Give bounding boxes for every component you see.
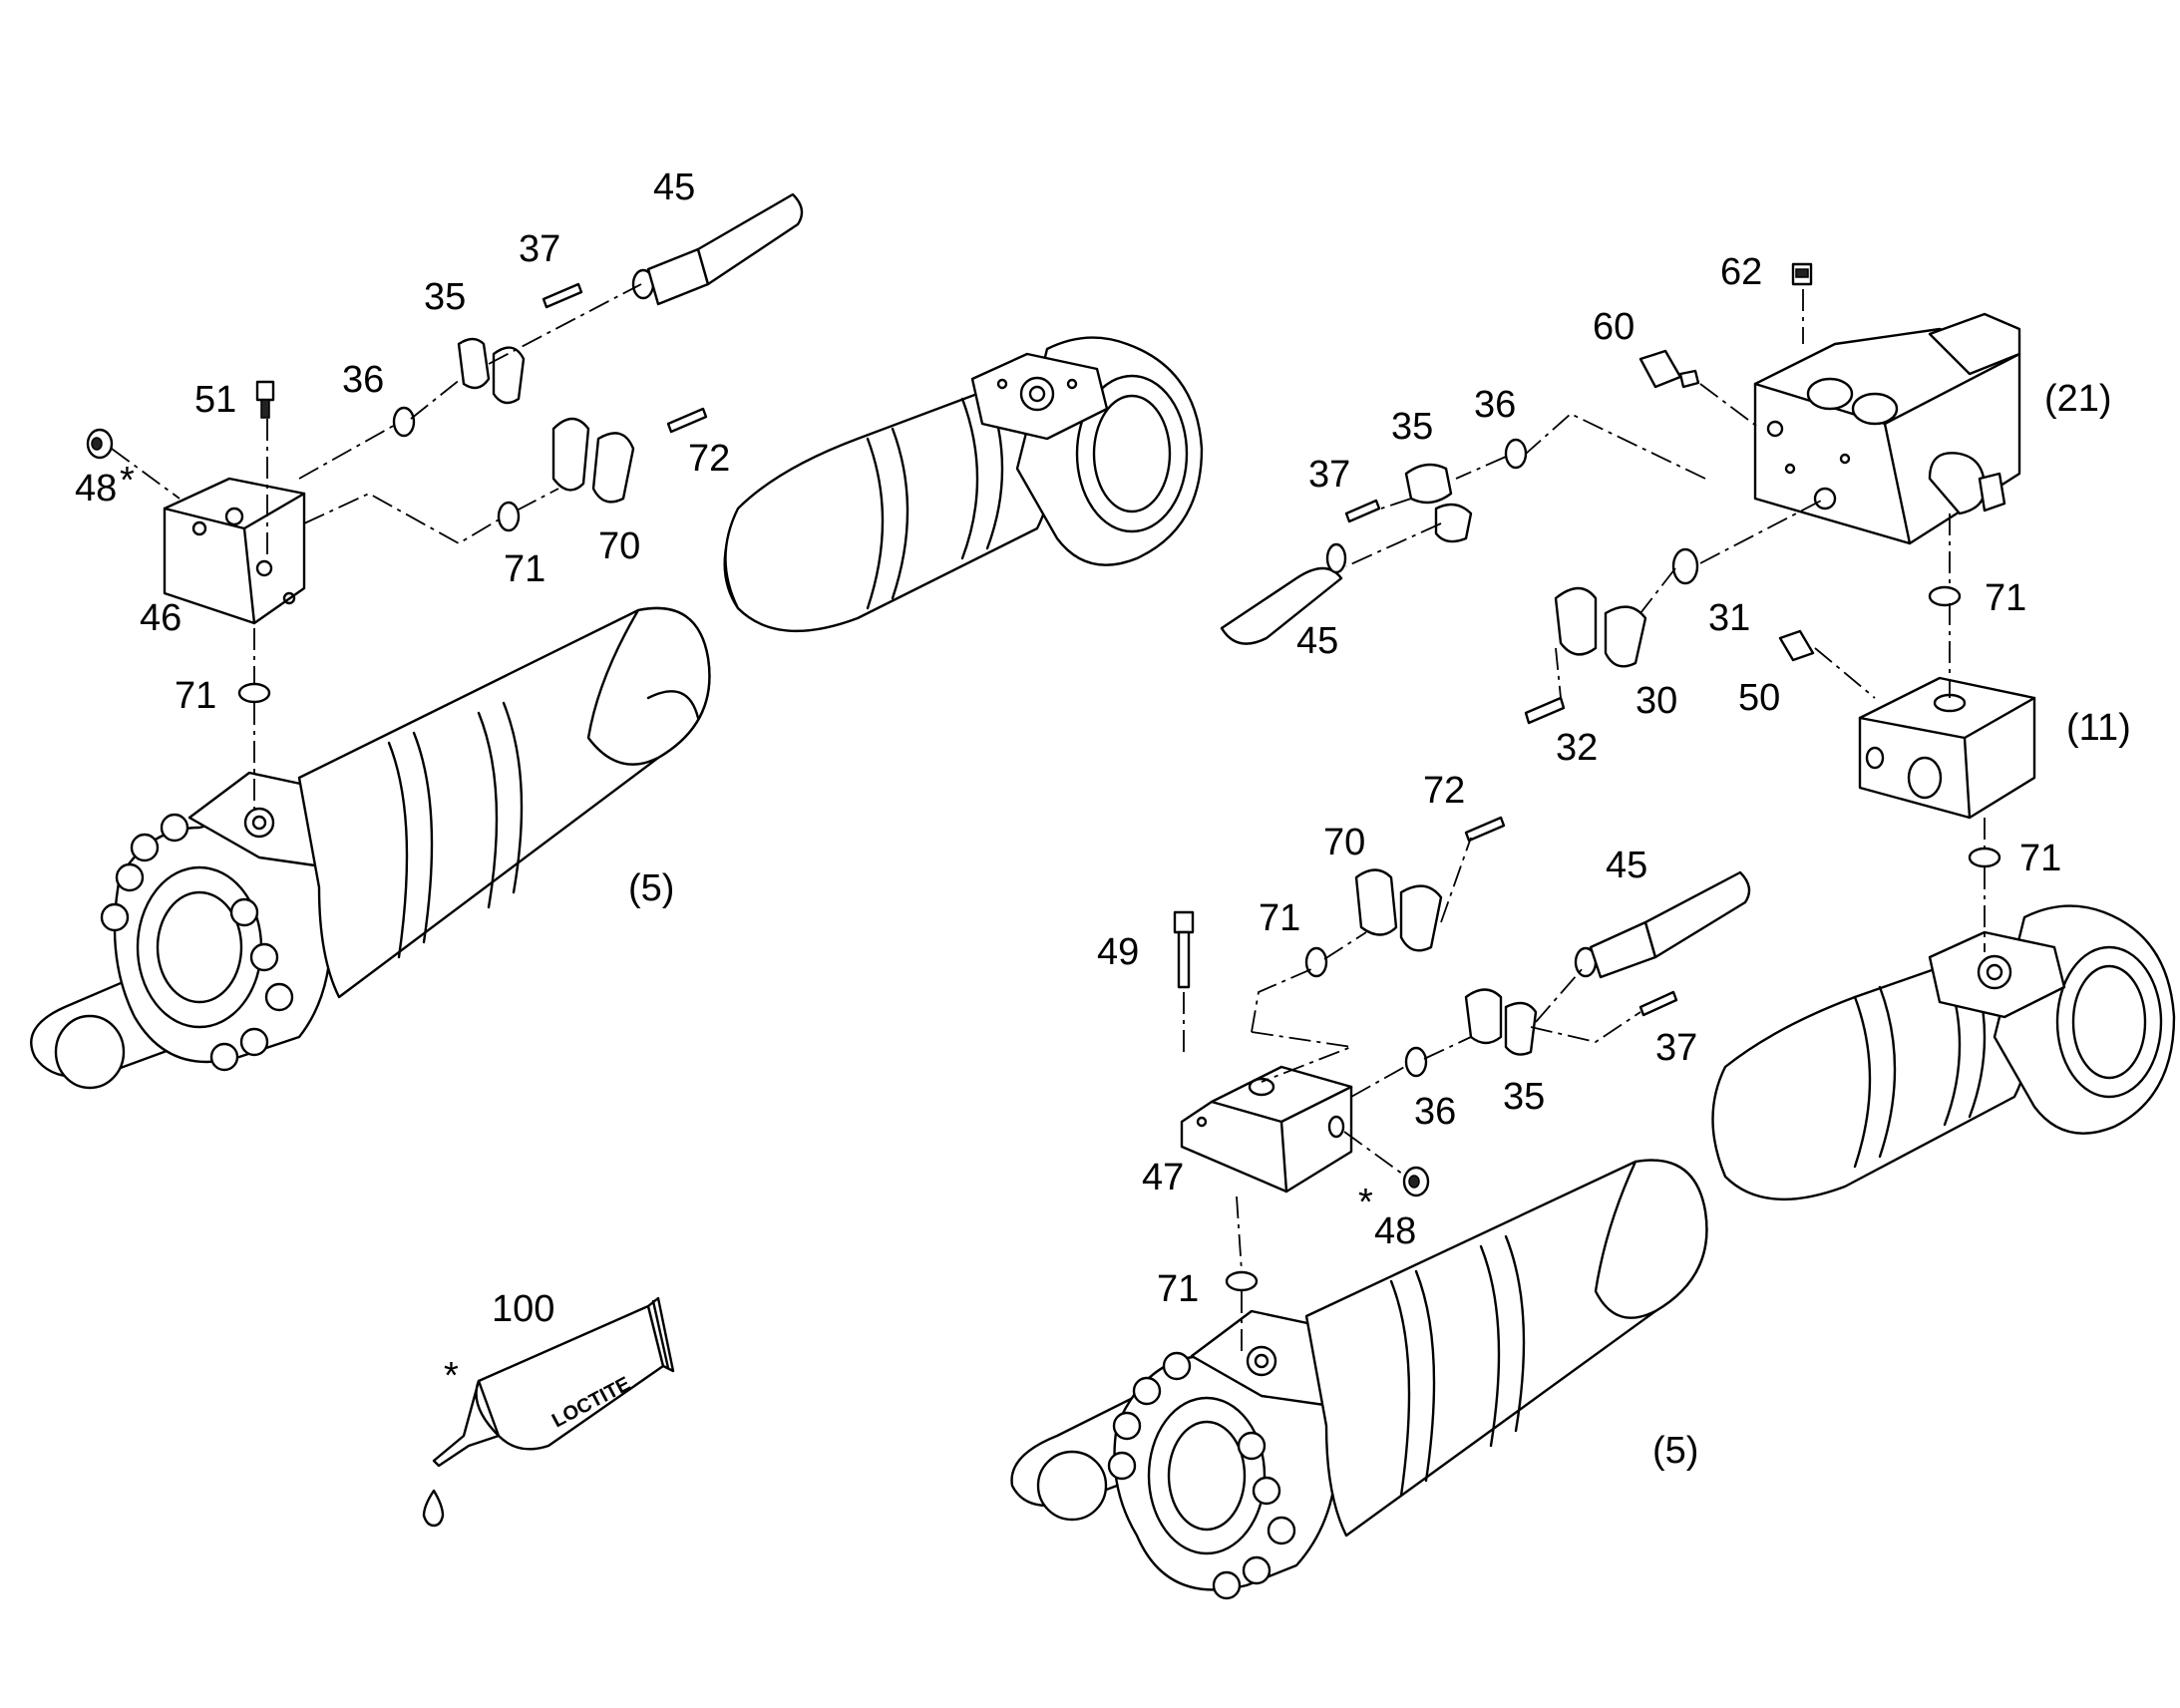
hose-45-top	[631, 192, 804, 306]
label-45-top: 45	[653, 167, 695, 208]
o-ring-71-right-b	[1968, 847, 2001, 868]
label-37-mid: 37	[1655, 1027, 1697, 1069]
plug-48-left	[86, 428, 114, 460]
flange-bolts-left	[100, 813, 294, 1072]
screw-37-right	[1344, 499, 1381, 523]
label-36-mid: 36	[1414, 1091, 1456, 1133]
screw-49	[1173, 910, 1195, 989]
o-ring-36-mid	[1404, 1046, 1428, 1078]
label-37-right: 37	[1308, 454, 1350, 496]
label-46: 46	[140, 597, 182, 639]
hydraulic-cylinder-left	[30, 606, 711, 1090]
flange-half-70-left	[551, 417, 635, 504]
label-48-mid-star: *	[1358, 1182, 1373, 1223]
label-36-right: 36	[1474, 384, 1516, 426]
label-45-right: 45	[1296, 620, 1338, 662]
hydraulic-cylinder-right-base	[1711, 904, 2176, 1201]
hydraulic-cylinder-right	[1010, 1159, 1708, 1600]
label-71-right-a: 71	[1985, 577, 2026, 619]
label-48-left: 48	[75, 468, 117, 510]
flange-half-35-right	[1404, 463, 1473, 543]
label-5-left: (5)	[628, 867, 674, 909]
label-31: 31	[1708, 597, 1750, 639]
label-62: 62	[1720, 251, 1762, 293]
screw-37-top	[542, 282, 583, 309]
loctite-tube-100: LOCTITE	[422, 1296, 675, 1528]
label-71-right-b: 71	[2019, 838, 2061, 879]
label-70-left: 70	[598, 525, 640, 567]
label-70-mid: 70	[1323, 822, 1365, 863]
plug-48-mid	[1402, 1166, 1430, 1197]
label-5-right: (5)	[1652, 1430, 1698, 1472]
label-30: 30	[1635, 680, 1677, 722]
label-11: (11)	[2066, 707, 2131, 749]
label-71-left-a: 71	[504, 548, 545, 590]
label-100-star: *	[444, 1355, 459, 1397]
o-ring-71-right-a	[1928, 585, 1962, 607]
label-35-top: 35	[424, 276, 466, 318]
o-ring-31	[1671, 547, 1699, 585]
label-45-mid: 45	[1606, 845, 1647, 886]
label-71-bottom: 71	[1157, 1268, 1199, 1310]
screw-32	[1524, 696, 1566, 725]
screw-72-mid	[1464, 816, 1506, 843]
breather-62	[1791, 262, 1813, 286]
label-60: 60	[1593, 306, 1635, 348]
label-21: (21)	[2044, 378, 2112, 420]
sensor-50	[1778, 629, 1815, 662]
label-48-left-star: *	[120, 460, 135, 502]
sensor-60	[1638, 349, 1700, 389]
o-ring-71-bottom	[1225, 1270, 1259, 1292]
assembly-lines-mid	[1183, 837, 1641, 1351]
label-72-left: 72	[688, 438, 730, 480]
o-ring-71-mid	[1304, 946, 1328, 978]
o-ring-36-right	[1504, 438, 1528, 470]
callout-labels: 45 37 35 51 36 72 48 * 71 70 46 71 (5) 6…	[75, 167, 2131, 1472]
label-48-mid: 48	[1374, 1210, 1416, 1252]
valve-block-46	[163, 477, 306, 625]
label-49: 49	[1097, 931, 1139, 973]
assembly-lines-right	[1345, 289, 1986, 952]
flange-half-35-mid	[1464, 988, 1538, 1056]
label-71-left-b: 71	[175, 675, 216, 717]
hose-45-mid	[1574, 870, 1751, 979]
label-50: 50	[1738, 677, 1780, 719]
screw-72-left	[666, 407, 708, 434]
label-51: 51	[194, 379, 236, 421]
label-47: 47	[1142, 1157, 1184, 1198]
label-32: 32	[1556, 727, 1598, 769]
valve-block-11	[1858, 676, 2036, 820]
valve-block-21	[1753, 312, 2021, 545]
label-71-mid: 71	[1259, 897, 1300, 939]
label-35-mid: 35	[1503, 1076, 1545, 1118]
label-36-left: 36	[342, 359, 384, 401]
valve-block-47	[1180, 1065, 1353, 1194]
assembly-lines-left	[111, 283, 642, 813]
hydraulic-cylinder-left-base	[723, 336, 1204, 633]
label-37-top: 37	[519, 228, 560, 270]
flange-half-30	[1554, 586, 1647, 668]
flange-half-70-mid	[1354, 868, 1443, 952]
o-ring-71-left-b	[237, 682, 271, 704]
screw-51	[255, 380, 275, 419]
hose-45-right	[1220, 542, 1347, 645]
screw-37-mid	[1638, 990, 1678, 1017]
flange-bolts-right	[1107, 1351, 1296, 1600]
o-ring-36-left	[392, 406, 416, 438]
flange-half-35-left	[457, 337, 526, 405]
label-100: 100	[492, 1288, 554, 1330]
o-ring-71-left-a	[497, 501, 521, 532]
label-35-right: 35	[1391, 406, 1433, 448]
label-72-mid: 72	[1423, 770, 1465, 812]
